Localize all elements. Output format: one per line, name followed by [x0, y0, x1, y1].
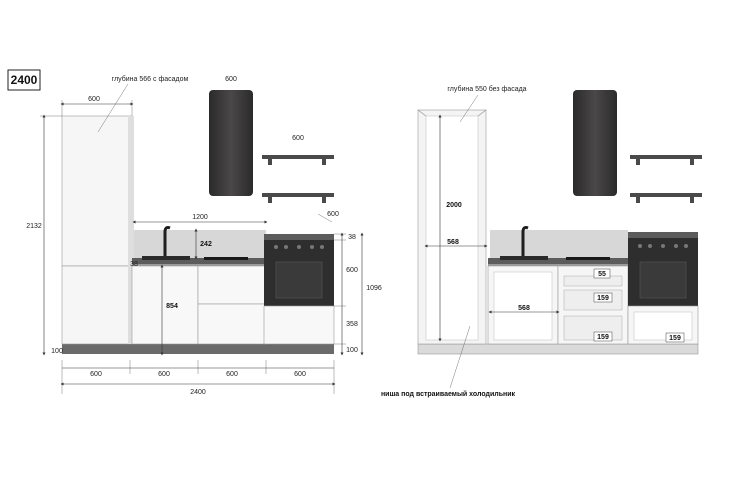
- right-backsplash: [490, 230, 628, 258]
- sink-cabinet: [131, 265, 199, 345]
- lower-height-label: 358: [346, 321, 358, 328]
- shelf-bottom: [262, 193, 334, 197]
- right-hob: [566, 257, 610, 260]
- bottom-width-2: 600: [158, 371, 170, 378]
- bottom-width-3: 600: [226, 371, 238, 378]
- oven-window: [275, 261, 323, 299]
- right-sink: [500, 256, 548, 260]
- countertop: [132, 258, 266, 264]
- plinth-right-label: 100: [346, 347, 358, 354]
- oven-knobs: [274, 245, 324, 249]
- tall-unit-width-label: 600: [88, 96, 100, 103]
- sink: [142, 256, 190, 260]
- oven-height-label: 600: [346, 267, 358, 274]
- drawer-2-label: 159: [597, 295, 609, 302]
- drawer-lower: [197, 303, 267, 345]
- shelf-top: [262, 155, 334, 159]
- hob: [204, 257, 248, 260]
- column-total-label: 1096: [366, 285, 382, 292]
- fridge-niche-inner: [425, 115, 479, 341]
- niche-height-label: 2000: [446, 202, 462, 209]
- right-cooker-hood: [573, 90, 617, 196]
- overall-width-label: 2400: [190, 389, 206, 396]
- backsplash-label: 242: [200, 241, 212, 248]
- right-depth-note: глубина 550 без фасада: [447, 85, 526, 93]
- drawer-1-label: 55: [598, 271, 606, 278]
- lower-niche-width-label: 568: [518, 305, 530, 312]
- drawer-upper: [197, 265, 267, 305]
- width-badge: [7, 69, 41, 91]
- right-faucet: [521, 226, 529, 256]
- bottom-width-4: 600: [294, 371, 306, 378]
- oven-column-top: [264, 234, 334, 240]
- drawer-4-label: 159: [669, 335, 681, 342]
- shelf-side-label: 600: [327, 211, 339, 218]
- width-badge-label: 2400: [11, 73, 38, 87]
- tall-unit-side: [128, 116, 134, 344]
- right-carcass-view: глубина 550 без фасада 2000 568 568 55 1…: [381, 85, 702, 398]
- left-plinth: [62, 344, 334, 354]
- bottom-width-1: 600: [90, 371, 102, 378]
- total-height-label: 2132: [26, 223, 42, 230]
- oven-drawer: [263, 305, 335, 345]
- sink-offset-label: 38: [130, 261, 138, 268]
- tall-unit-lower: [61, 265, 133, 345]
- tall-unit-upper: [61, 115, 133, 267]
- plinth-left-label: 100: [51, 348, 63, 355]
- left-depth-note: глубина 566 с фасадом: [112, 75, 189, 83]
- counter-height-label: 854: [166, 303, 178, 310]
- right-countertop: [488, 258, 628, 264]
- right-plinth: [417, 343, 699, 355]
- shelf-width-label: 600: [292, 135, 304, 142]
- faucet: [163, 226, 171, 256]
- left-kitchen-view: 600 глубина 566 с фасадом 600 600 2132 1…: [26, 75, 382, 396]
- backsplash: [134, 230, 266, 258]
- sink-span-label: 1200: [192, 214, 208, 221]
- drawer-3-label: 159: [597, 334, 609, 341]
- cooker-hood: [209, 90, 253, 196]
- right-top-label: 38: [348, 234, 356, 241]
- niche-width-label: 568: [447, 239, 459, 246]
- niche-note: ниша под встраиваемый холодильник: [381, 390, 516, 398]
- hood-width-label: 600: [225, 76, 237, 83]
